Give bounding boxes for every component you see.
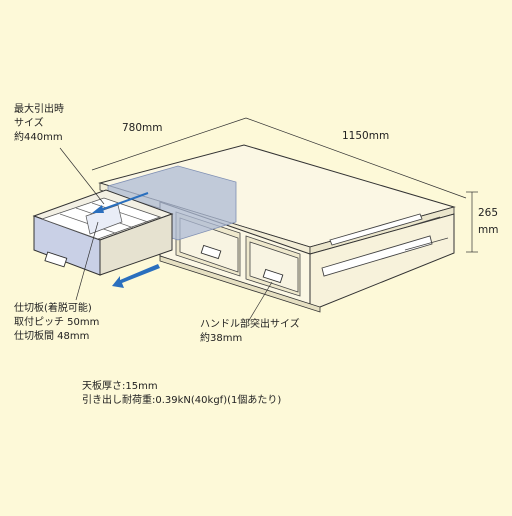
slide-rails xyxy=(321,213,449,277)
base-bar xyxy=(159,255,321,313)
handle-line2: 約38mm xyxy=(200,333,243,344)
closed-drawer-right xyxy=(249,241,299,293)
divider-line2: 取付ピッチ 50mm xyxy=(14,317,100,328)
drawer-load-capacity: 引き出し耐荷重:0.39kN(40kgf)(1個あたり) xyxy=(82,395,282,406)
handle-line1: ハンドル部突出サイズ xyxy=(200,319,300,330)
pulled-drawer xyxy=(32,189,174,276)
max-extension-line2: サイズ xyxy=(14,118,44,129)
divider-label: 仕切板(着脱可能) 取付ピッチ 50mm 仕切板間 48mm xyxy=(14,302,99,344)
pull-direction-arrow xyxy=(112,264,160,288)
max-extension-line3: 約440mm xyxy=(14,132,63,143)
max-extension-line1: 最大引出時 xyxy=(14,104,64,115)
divider-line1: 仕切板(着脱可能) xyxy=(14,303,92,314)
handle-right-drawer xyxy=(262,268,284,284)
handle-pulled-drawer xyxy=(44,251,68,268)
specifications: 天板厚さ:15mm 引き出し耐荷重:0.39kN(40kgf)(1個あたり) xyxy=(82,380,281,408)
height-dimension-unit: mm xyxy=(478,224,499,236)
height-dimension-value: 265 xyxy=(478,207,499,219)
dimension-lines xyxy=(91,117,478,253)
handle-protrusion-label: ハンドル部突出サイズ 約38mm xyxy=(200,318,300,346)
max-extension-label: 最大引出時 サイズ 約440mm xyxy=(14,103,64,145)
top-board-thickness: 天板厚さ:15mm xyxy=(82,381,158,392)
width-dimension-label: 1150mm xyxy=(342,130,390,142)
handle-left-drawer xyxy=(200,244,222,260)
extension-arrow-top xyxy=(92,192,149,213)
divider-line3: 仕切板間 48mm xyxy=(14,331,90,342)
leader-lines xyxy=(59,147,273,323)
depth-dimension-label: 780mm xyxy=(122,122,163,134)
